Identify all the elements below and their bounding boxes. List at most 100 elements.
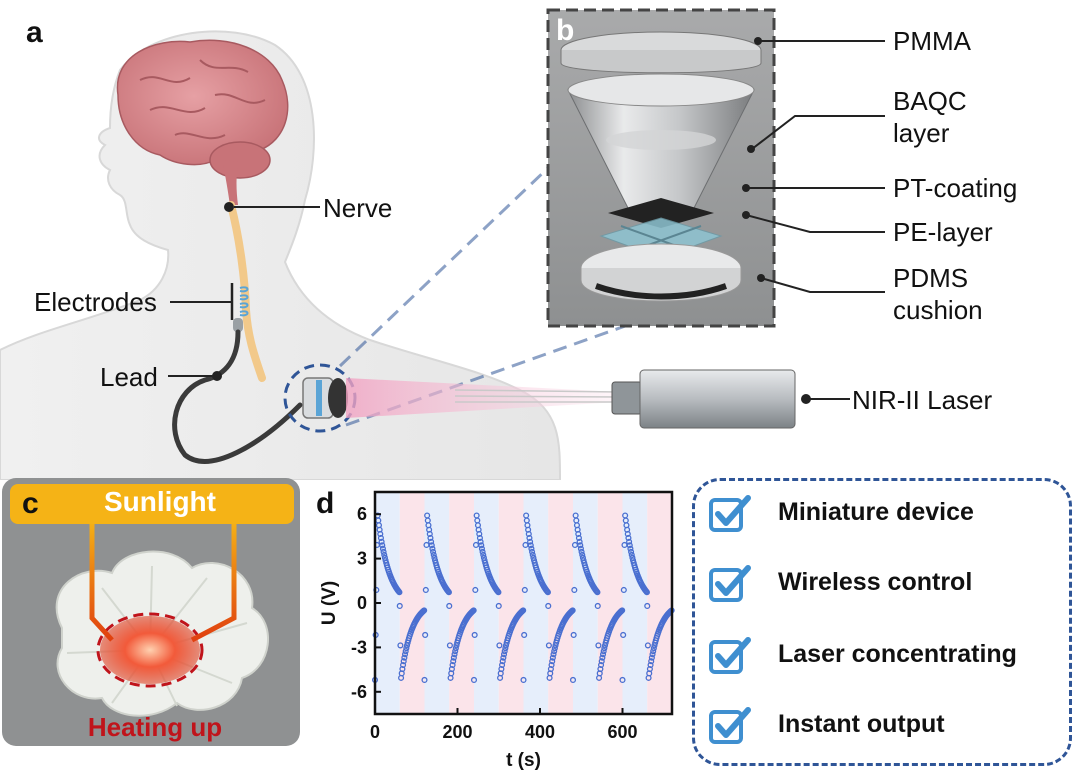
data-point bbox=[578, 548, 585, 555]
data-point bbox=[495, 589, 502, 596]
shade-on bbox=[647, 492, 672, 714]
data-point bbox=[598, 658, 605, 665]
data-point bbox=[378, 538, 385, 545]
data-point bbox=[448, 665, 455, 673]
shade-off bbox=[573, 492, 598, 714]
feature-label: Miniature device bbox=[778, 498, 974, 526]
pt-coating-label: PT-coating bbox=[893, 173, 1018, 203]
data-point bbox=[520, 607, 527, 614]
data-point bbox=[452, 648, 459, 655]
panel-a-letter: a bbox=[26, 16, 43, 49]
data-point bbox=[548, 661, 555, 669]
data-point bbox=[646, 665, 653, 673]
data-point bbox=[570, 631, 577, 639]
data-point bbox=[571, 586, 578, 594]
baqc-label-line1: BAQC bbox=[893, 86, 967, 116]
data-point bbox=[576, 538, 583, 545]
laser-beam bbox=[346, 378, 620, 418]
data-point bbox=[477, 538, 484, 545]
pe-layer-label: PE-layer bbox=[893, 217, 993, 247]
data-point bbox=[599, 654, 606, 661]
y-tick-label: -6 bbox=[351, 682, 367, 702]
data-point bbox=[445, 589, 452, 596]
data-point bbox=[520, 676, 527, 684]
data-point bbox=[575, 530, 582, 538]
heating-up-label: Heating up bbox=[87, 712, 223, 742]
data-point bbox=[569, 607, 576, 614]
y-tick-label: 0 bbox=[357, 593, 367, 613]
data-point bbox=[619, 607, 626, 614]
data-point bbox=[400, 661, 407, 669]
data-point bbox=[451, 651, 458, 658]
data-point bbox=[498, 665, 505, 673]
panel-b-leader-lines bbox=[745, 40, 885, 293]
x-tick-label: 0 bbox=[370, 722, 380, 742]
data-point bbox=[471, 631, 478, 639]
data-point bbox=[551, 648, 558, 655]
data-point bbox=[545, 642, 552, 649]
data-point bbox=[627, 545, 634, 552]
data-point bbox=[551, 645, 558, 652]
data-point bbox=[377, 534, 384, 542]
data-point bbox=[379, 542, 386, 549]
data-point bbox=[431, 554, 438, 561]
data-point bbox=[527, 542, 534, 549]
data-point bbox=[426, 530, 433, 538]
data-point bbox=[601, 645, 608, 652]
data-point bbox=[470, 607, 477, 614]
data-point bbox=[381, 551, 388, 558]
data-point bbox=[401, 654, 408, 661]
pmma-label: PMMA bbox=[893, 26, 971, 56]
sunlight-label: Sunlight bbox=[104, 486, 216, 517]
data-point bbox=[422, 586, 429, 594]
data-point bbox=[626, 542, 633, 549]
data-point bbox=[452, 645, 459, 652]
data-point bbox=[430, 551, 437, 558]
data-point bbox=[396, 602, 403, 610]
data-point bbox=[545, 602, 552, 610]
data-point bbox=[501, 648, 508, 655]
y-axis-label: U (V) bbox=[319, 581, 340, 625]
data-point bbox=[396, 589, 403, 596]
panel-b-letter: b bbox=[556, 14, 575, 47]
data-point bbox=[421, 676, 428, 684]
shade-off bbox=[474, 492, 499, 714]
data-point bbox=[528, 545, 535, 552]
data-point bbox=[403, 645, 410, 652]
checkbox-icon bbox=[709, 495, 751, 532]
data-point bbox=[499, 661, 506, 669]
data-point bbox=[450, 658, 457, 665]
laser-device bbox=[611, 369, 811, 429]
data-point bbox=[575, 534, 582, 542]
data-point bbox=[648, 654, 655, 661]
data-point bbox=[500, 651, 508, 658]
data-point bbox=[380, 548, 387, 555]
data-point bbox=[625, 534, 632, 542]
data-point bbox=[472, 586, 479, 594]
lead-label: Lead bbox=[100, 362, 158, 392]
data-point bbox=[428, 542, 435, 549]
data-point bbox=[402, 648, 409, 655]
data-point bbox=[381, 554, 388, 561]
panel-b-exploded-view bbox=[546, 8, 776, 328]
brain bbox=[116, 39, 289, 166]
data-point bbox=[401, 651, 409, 658]
data-point bbox=[595, 642, 602, 649]
shade-off bbox=[424, 492, 450, 714]
data-point bbox=[476, 530, 483, 538]
data-point bbox=[629, 554, 636, 561]
data-point bbox=[550, 651, 557, 658]
feature-label: Laser concentrating bbox=[778, 640, 1017, 668]
y-tick-label: 6 bbox=[357, 504, 367, 524]
checkbox-icon bbox=[709, 565, 751, 602]
data-point bbox=[648, 658, 655, 665]
pdms-label-line2: cushion bbox=[893, 295, 983, 325]
data-point bbox=[530, 554, 537, 561]
data-point bbox=[478, 545, 485, 552]
data-point bbox=[644, 602, 651, 610]
data-point bbox=[446, 602, 453, 610]
data-point bbox=[628, 551, 635, 558]
data-point bbox=[446, 642, 453, 649]
data-point bbox=[620, 586, 627, 594]
data-point bbox=[597, 665, 604, 673]
